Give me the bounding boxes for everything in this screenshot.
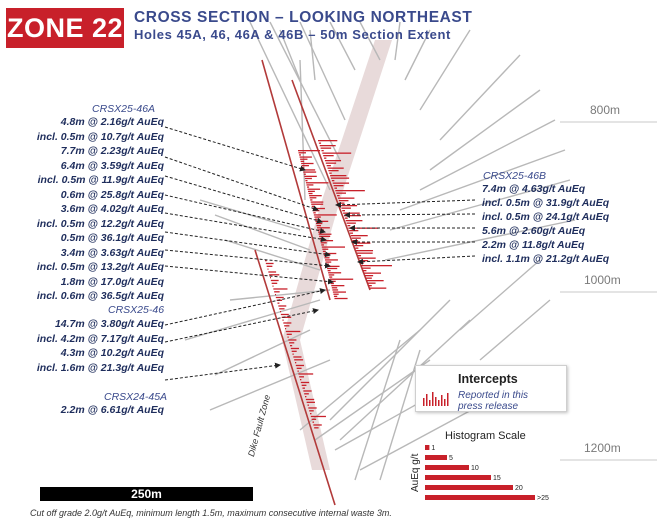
histogram-scale-value: 10	[471, 465, 479, 472]
intercept-h46a-2: 7.7m @ 2.23g/t AuEq	[60, 145, 164, 157]
histogram-scale-bar	[425, 465, 469, 470]
intercept-h46-2: 4.3m @ 10.2g/t AuEq	[60, 347, 164, 359]
intercept-h46a-10: incl. 0.5m @ 13.2g/t AuEq	[36, 261, 164, 273]
assay-histograms	[265, 140, 392, 429]
intercept-h46a-12: incl. 0.6m @ 36.5g/t AuEq	[36, 290, 164, 302]
background-drillholes	[184, 21, 576, 481]
intercept-h46-0: 14.7m @ 3.80g/t AuEq	[54, 318, 164, 330]
histogram-scale-value: 5	[449, 455, 453, 462]
scale-bar	[40, 487, 253, 501]
histogram-scale-bar	[425, 475, 491, 480]
histogram-scale-bar	[425, 495, 535, 500]
reported-drillholes	[254, 59, 371, 506]
intercept-h46a-11: 1.8m @ 17.0g/t AuEq	[60, 275, 164, 288]
legend-title: Intercepts	[458, 372, 518, 386]
leader-arrows	[164, 126, 476, 381]
intercept-h46a-6: 3.6m @ 4.02g/t AuEq	[60, 203, 164, 215]
legend-histogram-icon	[423, 392, 449, 406]
intercept-h45a-0: 2.2m @ 6.61g/t AuEq	[60, 404, 164, 416]
intercepts-legend: Intercepts Reported in this press releas…	[415, 365, 567, 412]
intercept-h46a-1: incl. 0.5m @ 10.7g/t AuEq	[36, 130, 164, 143]
intercept-h46a-3: 6.4m @ 3.59g/t AuEq	[60, 159, 164, 172]
depth-label-1000: 1000m	[584, 273, 621, 287]
histogram-scale-value: 20	[515, 485, 523, 492]
intercept-h46a-4: incl. 0.5m @ 11.9g/t AuEq	[37, 174, 164, 186]
hole-name-46b: CRSX25-46B	[483, 170, 547, 182]
histogram-scale-value: 15	[493, 475, 501, 482]
histogram-scale-title: Histogram Scale	[445, 430, 526, 442]
legend-text-line: Reported in this	[458, 390, 529, 401]
hole-name-45a: CRSX24-45A	[104, 391, 168, 403]
hole-name-46a: CRSX25-46A	[92, 103, 156, 115]
legend-text: Reported in this press release	[458, 390, 528, 412]
intercept-h46b-1: incl. 0.5m @ 31.9g/t AuEq	[482, 197, 610, 209]
depth-label-800: 800m	[590, 103, 621, 117]
footnote: Cut off grade 2.0g/t AuEq, minimum lengt…	[30, 508, 392, 518]
intercept-h46-3: incl. 1.6m @ 21.3g/t AuEq	[36, 361, 164, 374]
subtitle-line: Holes 45A, 46, 46A & 46B – 50m Section E…	[134, 27, 451, 42]
histogram-scale-bar	[425, 485, 513, 490]
intercept-h46b-4: 2.2m @ 11.8g/t AuEq	[482, 239, 585, 251]
histogram-scale-value: >25	[537, 495, 549, 502]
intercept-h46b-3: 5.6m @ 2.60g/t AuEq	[482, 225, 586, 237]
dike-fault-zone	[282, 40, 392, 470]
intercept-h46a-0: 4.8m @ 2.16g/t AuEq	[60, 116, 164, 128]
legend-text-line: press release	[458, 401, 519, 412]
zone-badge: ZONE 22	[6, 8, 124, 48]
intercept-h46b-5: incl. 1.1m @ 21.2g/t AuEq	[482, 253, 610, 265]
intercept-h46b-2: incl. 0.5m @ 24.1g/t AuEq	[482, 211, 610, 223]
hole-name-46: CRSX25-46	[108, 304, 165, 316]
histogram-scale-bar	[425, 455, 447, 460]
title-line: CROSS SECTION – LOOKING NORTHEAST	[134, 9, 473, 26]
intercept-h46-1: incl. 4.2m @ 7.17g/t AuEq	[36, 332, 164, 345]
depth-gridlines	[560, 121, 657, 461]
intercept-h46a-7: incl. 0.5m @ 12.2g/t AuEq	[36, 217, 164, 230]
histogram-axis-label: AuEq g/t	[410, 453, 421, 493]
scale-bar-label: 250m	[131, 487, 162, 501]
intercept-h46a-9: 3.4m @ 3.63g/t AuEq	[60, 246, 164, 259]
histogram-scale-value: 1	[431, 445, 435, 452]
intercept-h46b-0: 7.4m @ 4.63g/t AuEq	[482, 183, 586, 195]
histogram-scale-bar	[425, 445, 430, 450]
page-title: CROSS SECTION – LOOKING NORTHEAST Holes …	[134, 9, 472, 43]
intercept-h46a-5: 0.6m @ 25.8g/t AuEq	[60, 188, 164, 201]
depth-label-1200: 1200m	[584, 441, 621, 455]
intercept-h46a-8: 0.5m @ 36.1g/t AuEq	[60, 232, 164, 244]
